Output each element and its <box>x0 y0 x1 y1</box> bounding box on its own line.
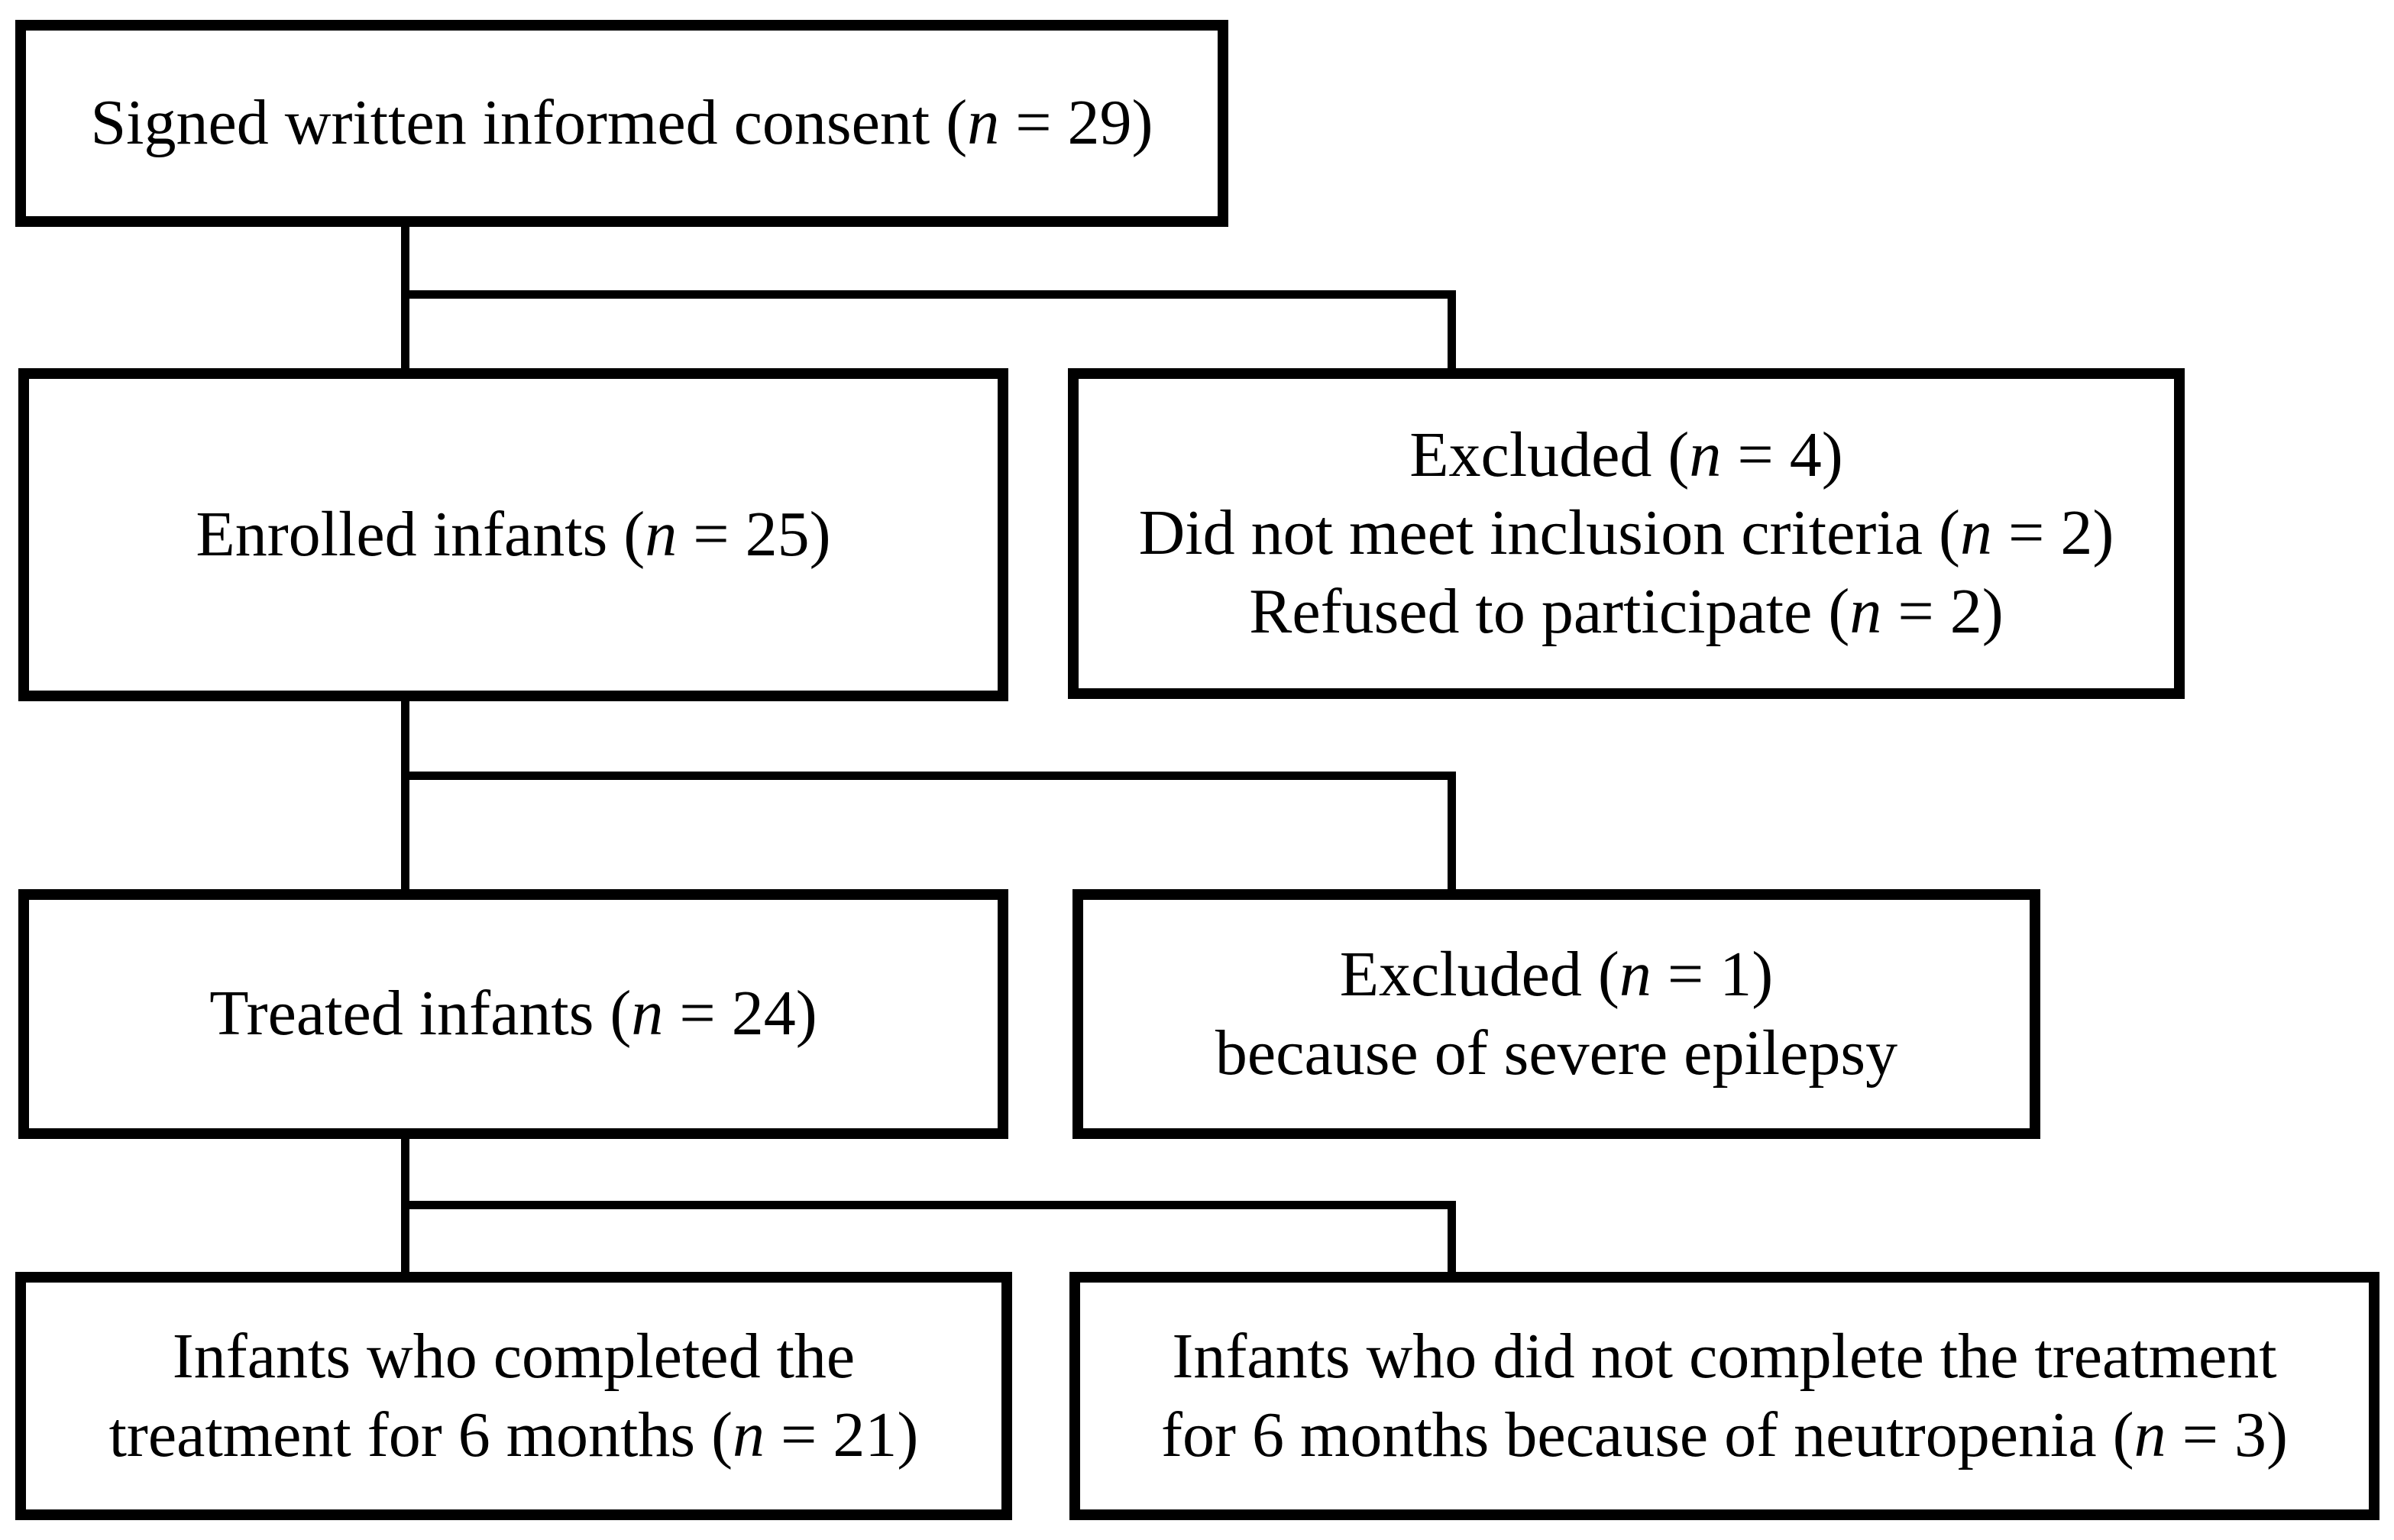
connector-enrolled-excluded-horizontal-line <box>401 772 1456 780</box>
connector-treated-notcompleted-horizontal-line <box>401 1201 1456 1209</box>
connector-enrolled-treated-line <box>401 697 409 895</box>
connector-treated-notcompleted-drop-line <box>1448 1201 1456 1277</box>
box-text-line: Signed written informed consent (n = 29) <box>90 87 1153 159</box>
flow-box-consent: Signed written informed consent (n = 29) <box>15 20 1228 227</box>
box-text-line: because of severe epilepsy <box>1215 1017 1898 1089</box>
box-text-line: Infants who completed the <box>172 1321 856 1393</box>
flow-box-enrolled: Enrolled infants (n = 25) <box>18 368 1008 701</box>
box-text-line: Did not meet inclusion criteria (n = 2) <box>1138 497 2114 569</box>
box-text-line: Excluded (n = 1) <box>1339 939 1774 1011</box>
flow-box-completed-treatment: Infants who completed the treatment for … <box>15 1272 1012 1520</box>
flow-box-not-completed-treatment: Infants who did not complete the treatme… <box>1069 1272 2379 1520</box>
flow-box-excluded-after-enrollment: Excluded (n = 1) because of severe epile… <box>1072 889 2040 1139</box>
box-text-line: Enrolled infants (n = 25) <box>196 498 831 570</box>
box-text-line: Refused to participate (n = 2) <box>1249 575 2004 647</box>
box-text-line: Infants who did not complete the treatme… <box>1172 1321 2277 1393</box>
box-text-line: Excluded (n = 4) <box>1409 419 1843 490</box>
connector-consent-excluded-horizontal-line <box>401 290 1456 299</box>
flow-box-excluded-after-consent: Excluded (n = 4) Did not meet inclusion … <box>1068 368 2185 699</box>
connector-consent-excluded-drop-line <box>1448 290 1456 374</box>
box-text-line: Treated infants (n = 24) <box>209 978 817 1050</box>
connector-enrolled-excluded-drop-line <box>1448 772 1456 895</box>
flow-box-treated: Treated infants (n = 24) <box>18 889 1008 1139</box>
box-text-line: for 6 months because of neutropenia (n =… <box>1161 1399 2288 1470</box>
box-text-line: treatment for 6 months (n = 21) <box>108 1399 919 1470</box>
